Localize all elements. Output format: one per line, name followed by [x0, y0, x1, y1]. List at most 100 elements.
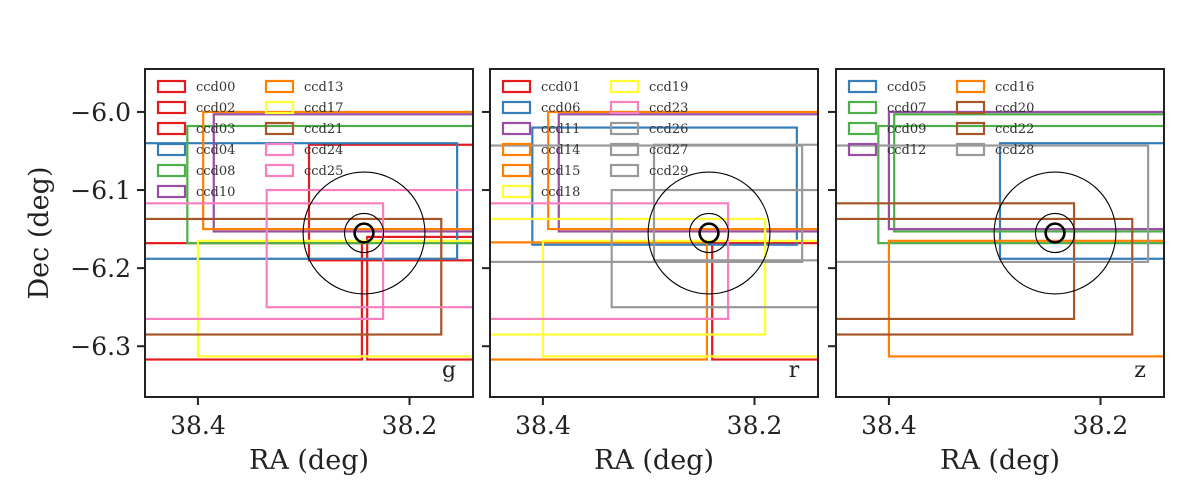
legend-swatch	[156, 79, 187, 94]
legend-label: ccd28	[995, 143, 1034, 158]
legend-item-ccd29: ccd29	[609, 163, 688, 179]
legend-label: ccd10	[196, 185, 235, 200]
panel-g: 38.4 38.2 −6.0 −6.1 −6.2 −6.3 RA (deg) g ccd00 cc…	[70, 68, 474, 476]
legend-item-ccd16: ccd16	[955, 79, 1034, 95]
plot-area	[145, 110, 473, 361]
legend-item-ccd09: ccd09	[847, 121, 926, 137]
ccd-footprint-ccd14	[547, 110, 818, 231]
ccd-footprint-ccd21	[145, 217, 443, 336]
axes-frame	[144, 68, 474, 398]
legend-swatch	[609, 142, 640, 157]
y-axis-label: Dec (deg)	[24, 167, 55, 300]
target-circle	[353, 222, 375, 244]
plot-area	[836, 110, 1164, 358]
ccd-footprint-ccd29	[490, 144, 804, 263]
legend-label: ccd26	[649, 122, 688, 137]
ccd-footprint-ccd01	[711, 242, 818, 361]
legend-item-ccd10: ccd10	[156, 184, 235, 200]
legend-label: ccd01	[541, 80, 580, 95]
legend-swatch	[264, 142, 295, 157]
legend-item-ccd13: ccd13	[264, 79, 343, 95]
target-circle	[688, 212, 730, 254]
x-axis-label: RA (deg)	[249, 445, 369, 476]
legend-swatch	[501, 100, 532, 115]
ccd-footprint-ccd24	[145, 202, 385, 321]
y-tick-label: −6.1	[70, 176, 131, 205]
legend-item-ccd08: ccd08	[156, 163, 235, 179]
legend-swatch	[609, 163, 640, 178]
legend-label: ccd22	[995, 122, 1034, 137]
legend-swatch	[501, 184, 532, 199]
x-tick-label: 38.4	[170, 411, 226, 440]
legend-item-ccd28: ccd28	[955, 142, 1034, 158]
legend-swatch	[847, 121, 878, 136]
x-axis-label: RA (deg)	[940, 445, 1060, 476]
legend-label: ccd04	[196, 143, 235, 158]
x-axis-label: RA (deg)	[594, 445, 714, 476]
ccd-footprint-ccd11	[557, 113, 818, 233]
legend-item-ccd27: ccd27	[609, 142, 688, 158]
legend-swatch	[264, 121, 295, 136]
x-tick-label: 38.2	[727, 411, 783, 440]
legend-swatch	[156, 142, 187, 157]
legend-label: ccd00	[196, 80, 235, 95]
legend-label: ccd14	[541, 143, 580, 158]
legend-item-ccd23: ccd23	[609, 100, 688, 116]
ccd-footprint-ccd07	[877, 124, 1164, 245]
legend-swatch	[156, 184, 187, 199]
ccd-footprint-ccd16	[887, 239, 1164, 358]
legend-item-ccd20: ccd20	[955, 100, 1034, 116]
legend-item-ccd24: ccd24	[264, 142, 343, 158]
legend-item-ccd12: ccd12	[847, 142, 926, 158]
target-circle	[343, 212, 385, 254]
legend-item-ccd07: ccd07	[847, 100, 926, 116]
band-label: z	[1134, 358, 1146, 383]
legend-item-ccd19: ccd19	[609, 79, 688, 95]
ccd-footprint-ccd09	[893, 113, 1164, 233]
legend-swatch	[501, 79, 532, 94]
ccd-footprint-ccd27	[652, 143, 818, 262]
ccd-footprint-ccd15	[490, 241, 709, 361]
band-label: g	[442, 358, 456, 383]
y-tick-label: −6.0	[70, 98, 131, 127]
legend-swatch	[955, 100, 986, 115]
legend-item-ccd05: ccd05	[847, 79, 926, 95]
ccd-footprint-ccd25	[265, 188, 473, 309]
ccd-footprint-ccd28	[836, 144, 1150, 263]
legend-item-ccd21: ccd21	[264, 121, 343, 137]
x-tick-label: 38.4	[515, 411, 571, 440]
ccd-footprint-ccd13	[202, 110, 473, 231]
legend-label: ccd02	[196, 101, 235, 116]
legend-label: ccd25	[304, 164, 343, 179]
y-tick-label: −6.2	[70, 254, 131, 283]
legend-swatch	[955, 142, 986, 157]
legend-swatch	[955, 79, 986, 94]
legend-label: ccd15	[541, 164, 580, 179]
ccd-footprint-ccd18	[490, 217, 767, 336]
ccd-footprint-ccd12	[887, 110, 1164, 231]
legend-swatch	[847, 79, 878, 94]
legend-item-ccd03: ccd03	[156, 121, 235, 137]
legend-swatch	[156, 163, 187, 178]
legend-item-ccd01: ccd01	[501, 79, 580, 95]
legend-item-ccd02: ccd02	[156, 100, 235, 116]
legend-label: ccd18	[541, 185, 580, 200]
target-circle	[1034, 212, 1076, 254]
legend-label: ccd29	[649, 164, 688, 179]
legend-label: ccd12	[887, 143, 926, 158]
x-tick-label: 38.2	[382, 411, 438, 440]
legend-item-ccd25: ccd25	[264, 163, 343, 179]
ccd-footprint-ccd26	[610, 188, 818, 309]
ccd-footprint-ccd19	[541, 239, 818, 358]
plot-area	[490, 110, 818, 361]
legend-swatch	[609, 121, 640, 136]
y-tick-label: −6.3	[70, 332, 131, 361]
legend-item-ccd26: ccd26	[609, 121, 688, 137]
legend-swatch	[847, 100, 878, 115]
axes-frame	[489, 68, 819, 398]
legend-item-ccd04: ccd04	[156, 142, 235, 158]
legend-swatch	[264, 163, 295, 178]
legend-swatch	[847, 142, 878, 157]
